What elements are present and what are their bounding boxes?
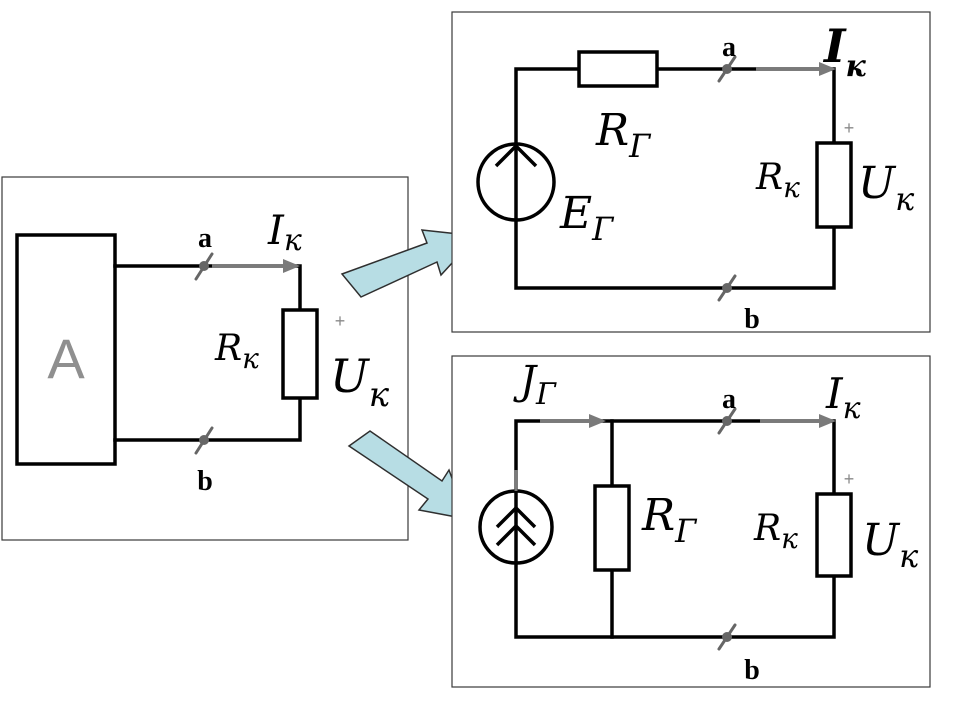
source-resistor-main: R xyxy=(641,490,675,541)
current-label: Iк xyxy=(825,369,861,426)
bottom-wire xyxy=(113,396,302,442)
voltage-main: U xyxy=(330,349,371,403)
top-circuit: a b Iк RГ EГ Rк + Uк xyxy=(451,11,931,335)
emf-subscript: Г xyxy=(591,210,615,248)
active-two-terminal-block xyxy=(15,233,117,466)
bottom-circuit: a b JГ Iк RГ Rк + Uк xyxy=(451,355,931,688)
terminal-b xyxy=(717,274,737,302)
resistor-main: R xyxy=(214,328,242,369)
load-resistor-label: Rк xyxy=(753,508,798,555)
emf-main: E xyxy=(559,188,592,239)
current-subscript: к xyxy=(846,49,867,84)
voltage-subscript: к xyxy=(895,180,915,218)
load-resistor xyxy=(815,141,853,229)
current-subscript: к xyxy=(843,391,861,426)
terminal-b xyxy=(194,426,214,455)
terminal-a xyxy=(717,55,737,83)
polarity-plus: + xyxy=(844,118,855,138)
voltage-subscript: к xyxy=(369,375,390,415)
terminal-a xyxy=(194,252,214,281)
node-b-label: b xyxy=(197,466,213,497)
left-circuit: A a b Iк Rк + Uк xyxy=(1,176,409,541)
load-resistor xyxy=(815,492,853,578)
current-subscript: к xyxy=(284,223,302,258)
emf-label: EГ xyxy=(559,188,615,248)
node-a-label: a xyxy=(722,384,736,415)
current-arrow xyxy=(760,414,836,428)
node-a-label: a xyxy=(198,223,212,254)
source-resistor-main: R xyxy=(595,105,629,156)
resistor-subscript: к xyxy=(242,342,259,375)
voltage-label: Uк xyxy=(862,515,919,575)
source-resistor-label: RГ xyxy=(641,490,698,550)
source-resistor-label: RГ xyxy=(595,105,652,165)
current-main: I xyxy=(822,19,847,73)
source-resistor-subscript: Г xyxy=(628,127,652,165)
source-resistor xyxy=(577,50,659,88)
polarity-plus: + xyxy=(844,469,855,489)
voltage-label: Uк xyxy=(330,349,390,415)
source-current-arrow xyxy=(540,414,606,428)
load-resistor-main: R xyxy=(753,508,781,549)
terminal-a xyxy=(717,407,737,435)
source-resistor-subscript: Г xyxy=(674,512,698,550)
polarity-plus: + xyxy=(335,311,346,331)
current-arrow xyxy=(212,259,300,273)
load-resistor-subscript: к xyxy=(783,171,800,204)
load-resistor-main: R xyxy=(755,157,783,198)
voltage-subscript: к xyxy=(899,537,919,575)
load-resistor-subscript: к xyxy=(781,522,798,555)
block-label: A xyxy=(47,327,85,390)
current-main: I xyxy=(267,208,285,254)
top-outer-wire xyxy=(514,67,836,290)
source-resistor xyxy=(593,484,631,572)
voltage-source xyxy=(476,142,556,222)
node-b-label: b xyxy=(744,304,760,335)
load-resistor-label: Rк xyxy=(755,157,800,204)
voltage-main: U xyxy=(858,158,897,209)
load-resistor xyxy=(281,308,319,400)
current-main: I xyxy=(825,369,844,418)
terminal-b xyxy=(717,623,737,651)
node-a-label: a xyxy=(722,32,736,63)
current-source xyxy=(478,470,554,565)
current-arrow xyxy=(756,62,836,76)
source-current-subscript: Г xyxy=(535,377,557,412)
current-label: Iк xyxy=(822,19,867,84)
voltage-label: Uк xyxy=(858,158,915,218)
current-label: Iк xyxy=(267,208,302,258)
resistor-label: Rк xyxy=(214,328,259,375)
node-b-label: b xyxy=(744,655,760,686)
voltage-main: U xyxy=(862,515,901,566)
